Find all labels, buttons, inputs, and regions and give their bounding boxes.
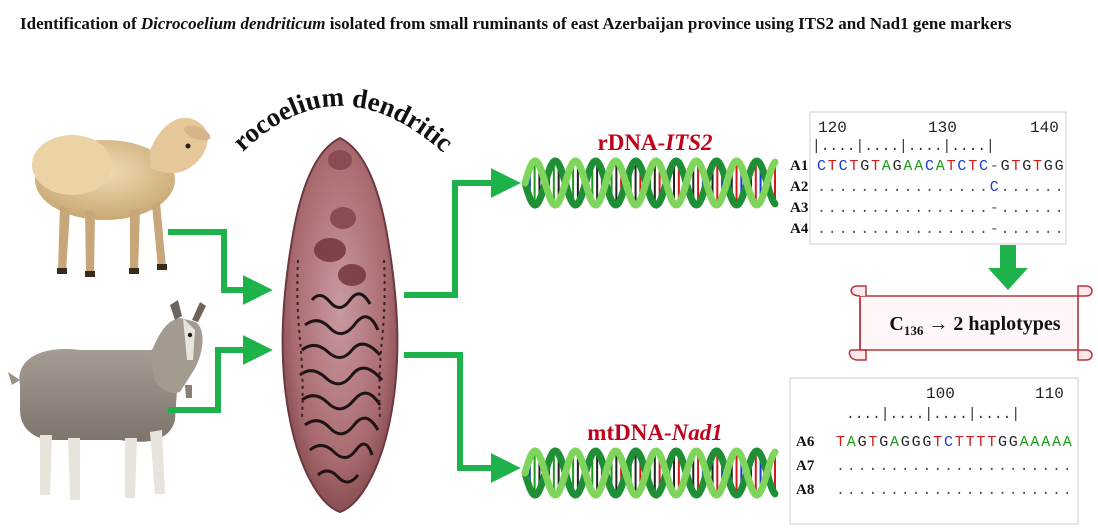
nad1-row-sequence: ...................... xyxy=(836,458,1072,475)
figure-title: Identification of Dicrocoelium dendritic… xyxy=(20,12,1082,36)
arrow-fluke-to-nad1 xyxy=(404,352,521,483)
its2-ruler-marks: |....|....|....|....| xyxy=(812,139,995,155)
its2-row-sequence: ................-...... xyxy=(817,221,1064,238)
helix-strand xyxy=(521,447,779,499)
nad1-row-name: A6 xyxy=(796,434,815,450)
its2-row-sequence: ................-...... xyxy=(817,200,1064,217)
arrow-fluke-to-its2 xyxy=(404,168,521,298)
title-species: Dicrocoelium dendriticum xyxy=(140,14,326,33)
scroll-banner: C136 → 2 haplotypes xyxy=(848,285,1093,361)
nad1-ruler-number-110: 110 xyxy=(1035,385,1064,403)
haplotype-note: C136 → 2 haplotypes xyxy=(889,313,1060,338)
its2-row-name: A3 xyxy=(790,200,808,216)
its2-ruler-number-120: 120 xyxy=(818,119,847,137)
arrow-sheep-to-fluke xyxy=(168,229,273,305)
its2-ruler-number-130: 130 xyxy=(928,119,957,137)
its2-row-name: A1 xyxy=(790,158,808,174)
arrow-goat-to-fluke xyxy=(168,335,273,413)
nad1-ruler-number-100: 100 xyxy=(926,385,955,403)
title-suffix: isolated from small ruminants of east Az… xyxy=(325,14,1012,33)
its2-row-sequence: ................C...... xyxy=(817,179,1064,196)
helix-strand xyxy=(521,157,779,209)
nad1-ruler-marks: ....|....|....|....| xyxy=(846,407,1020,423)
dna-helix-icon xyxy=(521,447,779,499)
its2-ruler-number-140: 140 xyxy=(1030,119,1059,137)
nad1-row-name: A7 xyxy=(796,458,815,474)
nad1-gene-label: mtDNA-Nad1 xyxy=(587,420,722,445)
down-arrow xyxy=(988,245,1028,290)
goat-image xyxy=(8,300,206,500)
its2-row-name: A4 xyxy=(790,221,809,237)
nad1-row-name: A8 xyxy=(796,482,814,498)
sheep-image xyxy=(32,117,211,277)
title-prefix: Identification of xyxy=(20,14,141,33)
nad1-row-sequence: ...................... xyxy=(836,482,1072,499)
dna-helix-icon xyxy=(521,157,779,209)
its2-gene-label: rDNA-ITS2 xyxy=(598,130,713,155)
its2-row-name: A2 xyxy=(790,179,808,195)
parasite-label: Dicrocoelium dendriticum xyxy=(0,0,459,158)
fluke-image xyxy=(281,136,399,514)
